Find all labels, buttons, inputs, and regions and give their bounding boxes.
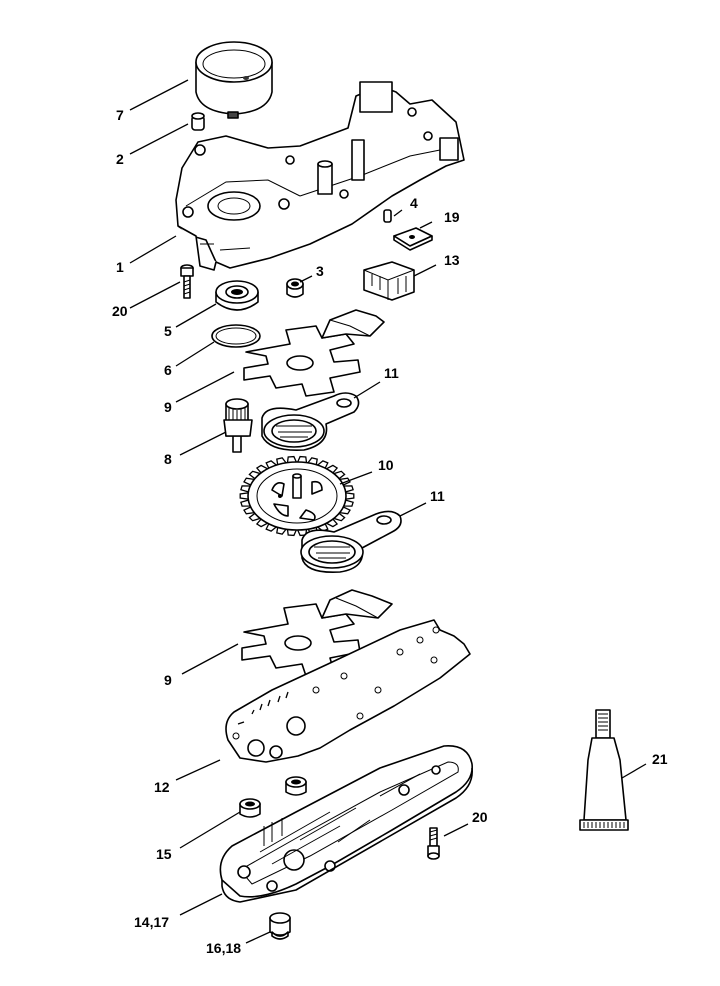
label-part-2: 2 xyxy=(116,151,124,167)
gear-tooth xyxy=(345,492,355,500)
part-3-needle-bearing xyxy=(286,278,304,298)
part-2-pin xyxy=(191,112,205,131)
part-11-crank-upper xyxy=(261,392,360,452)
label-part-1: 1 xyxy=(116,259,124,275)
part-19-plate xyxy=(393,227,433,251)
part-5-ball-bearing xyxy=(215,280,259,311)
part-11-crank-lower xyxy=(300,510,402,574)
label-part-9-upper: 9 xyxy=(164,399,172,415)
part-7-cover xyxy=(195,41,273,119)
label-part-9-lower: 9 xyxy=(164,672,172,688)
label-part-12: 12 xyxy=(154,779,170,795)
part-21-grease-tube xyxy=(579,709,629,831)
part-20-screw-lower xyxy=(427,827,440,860)
part-9-shim-lower xyxy=(241,589,393,677)
part-12-gasket xyxy=(225,619,471,763)
part-14-17-gear-cover xyxy=(219,745,473,903)
part-4-pin xyxy=(383,209,392,223)
part-16-18-plug xyxy=(269,912,291,940)
gear-tooth xyxy=(239,492,249,500)
label-part-20-upper: 20 xyxy=(112,303,128,319)
label-part-13: 13 xyxy=(444,252,460,268)
part-10-gear xyxy=(239,455,355,537)
label-part-8: 8 xyxy=(164,451,172,467)
part-6-circlip xyxy=(211,324,261,348)
part-1-gear-housing xyxy=(175,81,465,271)
label-part-6: 6 xyxy=(164,362,172,378)
label-part-19: 19 xyxy=(444,209,460,225)
part-9-shim-upper xyxy=(243,309,385,397)
part-20-screw-upper xyxy=(180,264,194,299)
label-part-14-17: 14,17 xyxy=(134,914,169,930)
part-labels: 7 2 1 20 4 19 13 3 5 6 9 11 8 10 11 9 12… xyxy=(112,107,668,956)
label-part-11-lower: 11 xyxy=(430,488,445,504)
leader-lines xyxy=(129,79,647,944)
label-part-11-upper: 11 xyxy=(384,365,399,381)
label-part-20-lower: 20 xyxy=(472,809,488,825)
label-part-3: 3 xyxy=(316,263,324,279)
part-8-pinion xyxy=(223,398,253,453)
label-part-21: 21 xyxy=(652,751,668,767)
part-13-connector xyxy=(363,261,415,301)
label-part-5: 5 xyxy=(164,323,172,339)
label-part-7: 7 xyxy=(116,107,124,123)
label-part-15: 15 xyxy=(156,846,172,862)
label-part-10: 10 xyxy=(378,457,394,473)
label-part-4: 4 xyxy=(410,195,418,211)
part-15-bearings xyxy=(239,776,307,818)
label-part-16-18: 16,18 xyxy=(206,940,241,956)
